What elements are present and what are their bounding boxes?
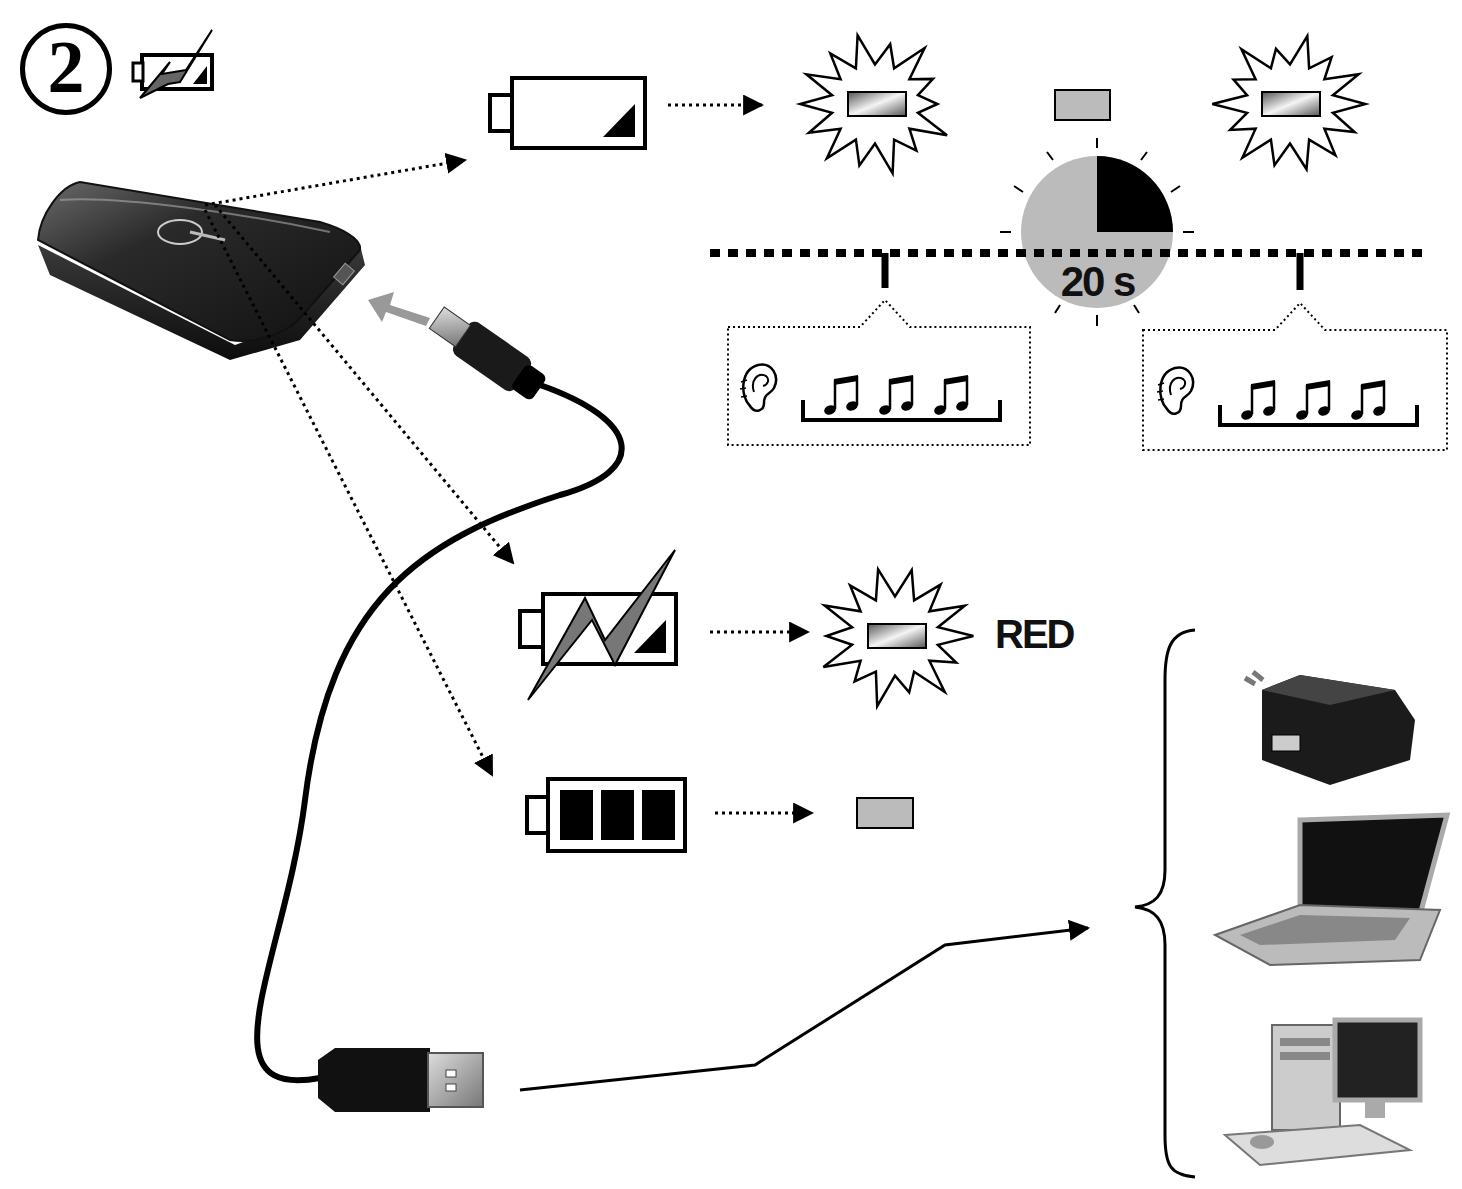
step-circle: 2 (20, 23, 112, 115)
color-label: RED (995, 612, 1073, 657)
light-burst (800, 35, 947, 173)
timer-circle: 20 s (1020, 150, 1175, 305)
light-burst (1212, 36, 1365, 169)
node-text: 2 (48, 30, 85, 104)
light-burst (823, 569, 973, 706)
node-text: 20 s (1061, 261, 1135, 303)
